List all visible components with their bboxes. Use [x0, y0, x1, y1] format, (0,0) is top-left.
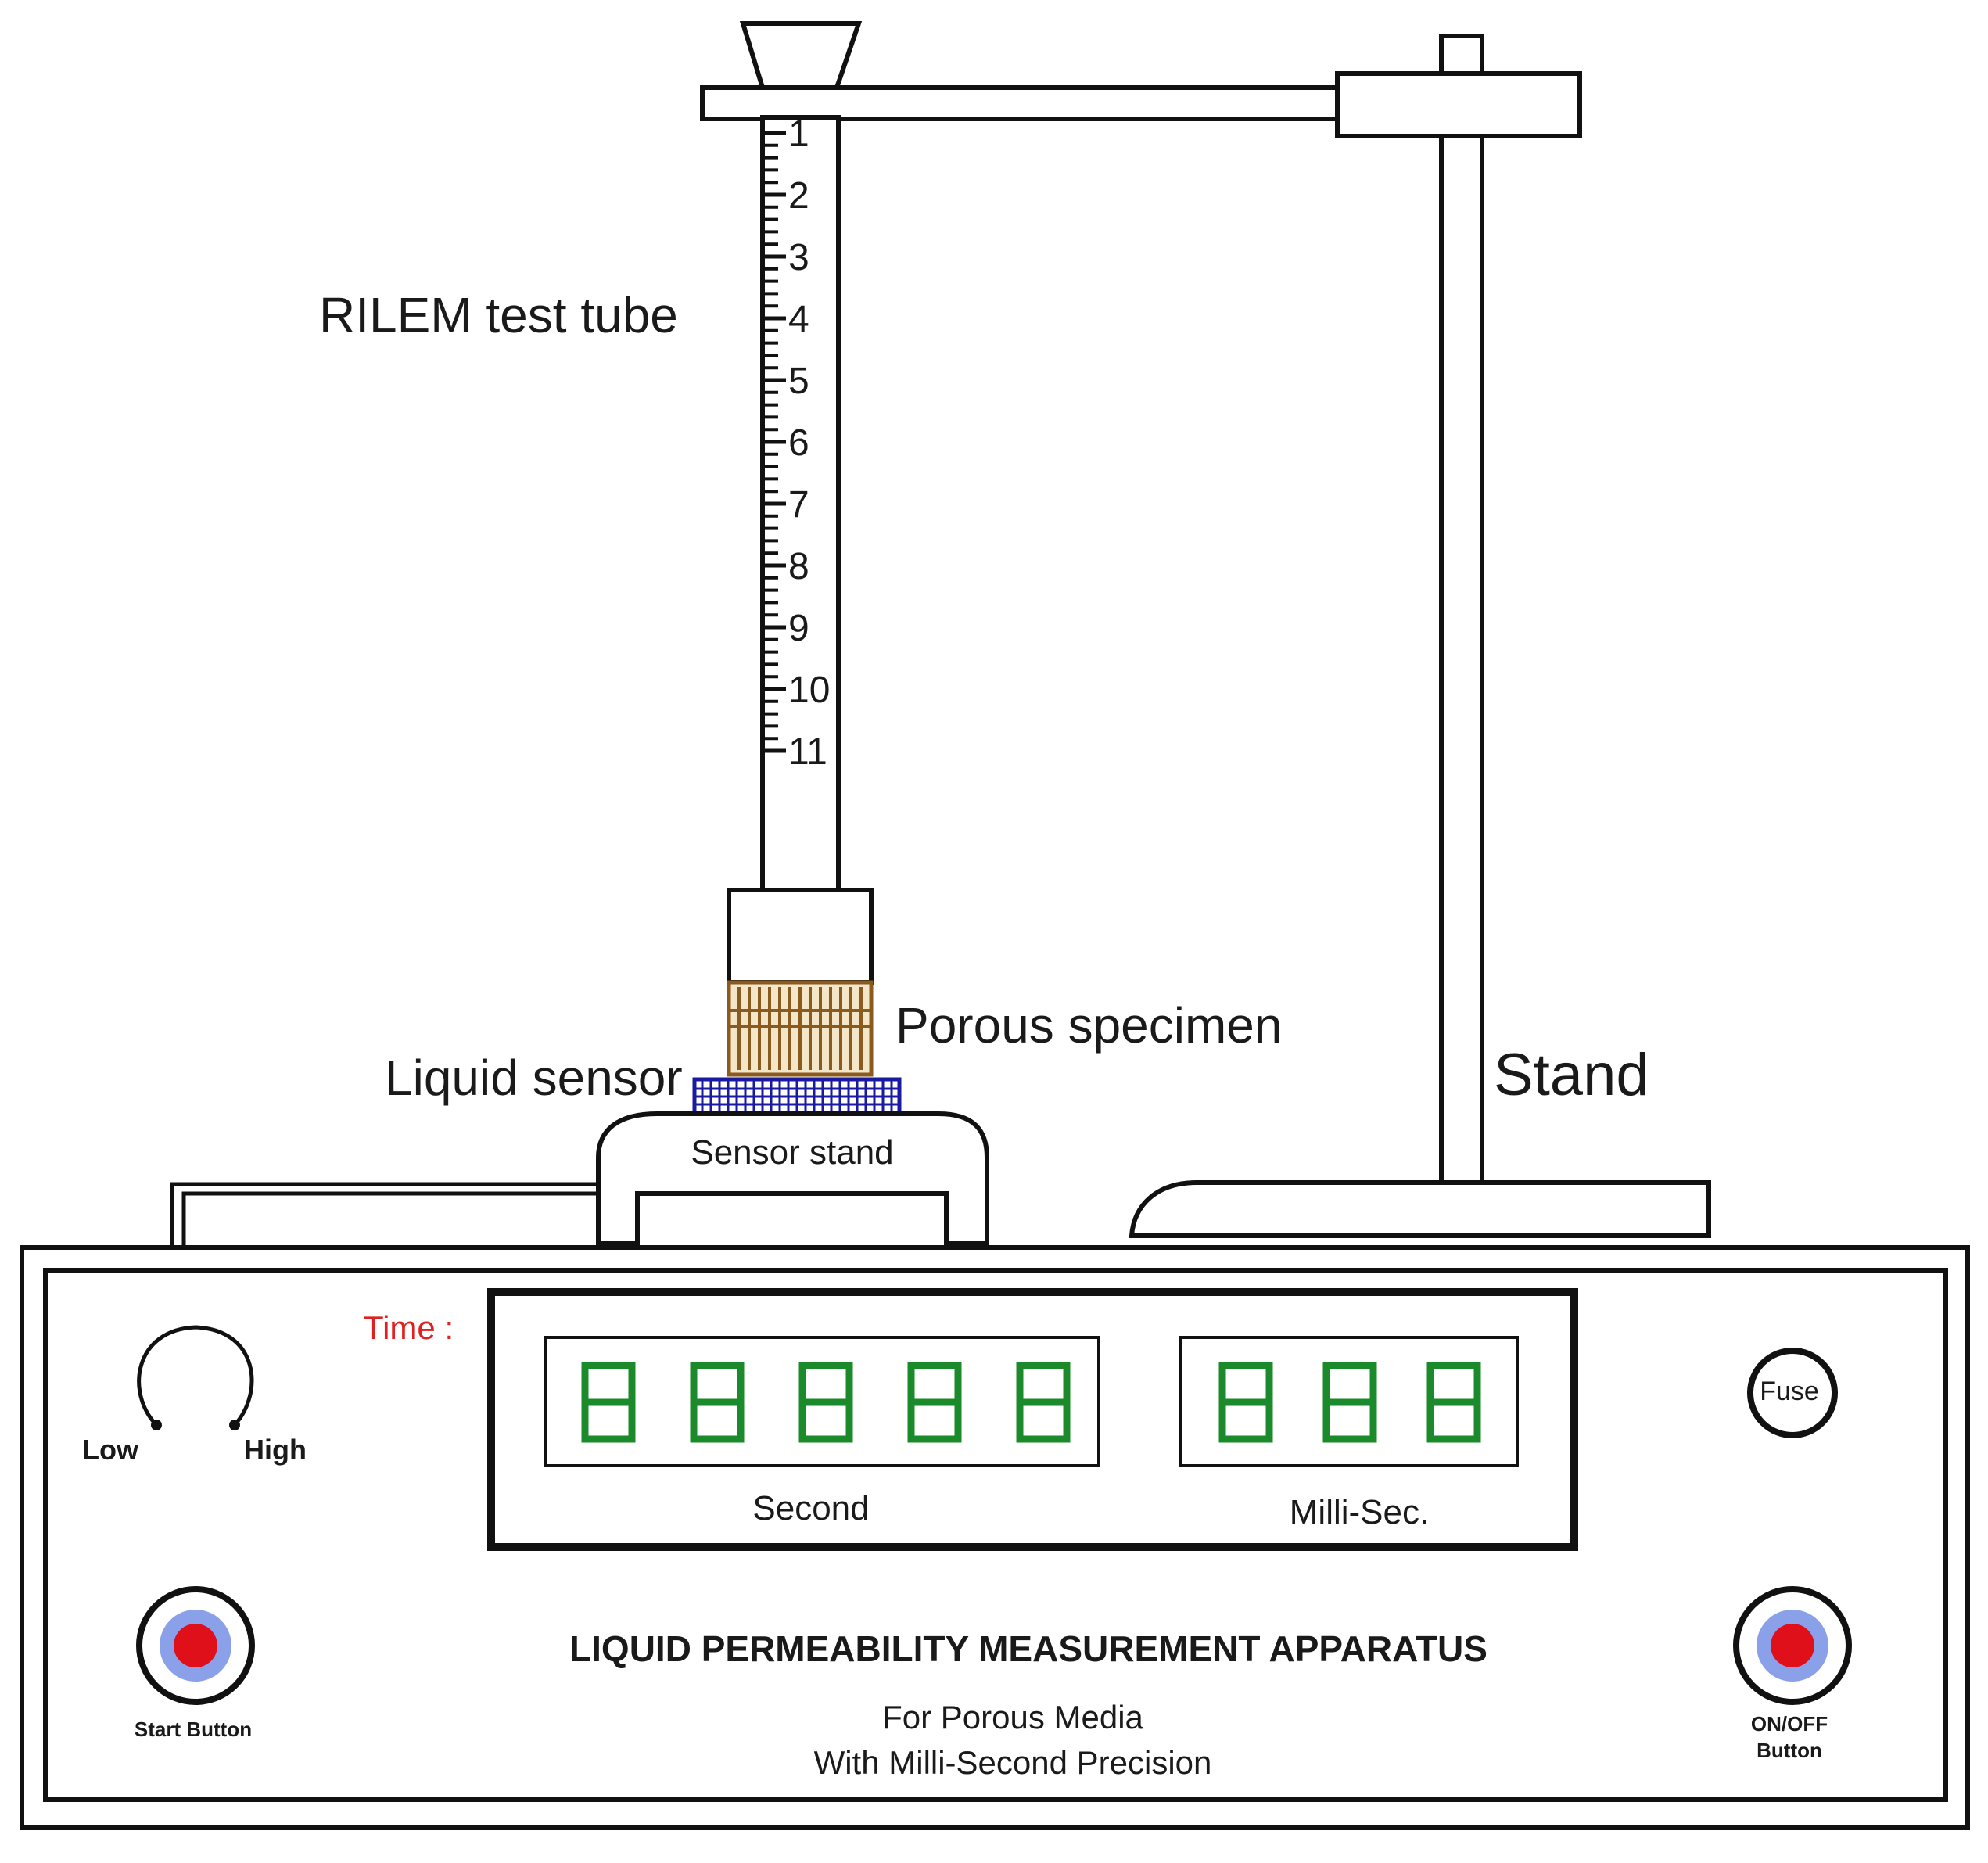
fuse-label: Fuse — [1760, 1377, 1819, 1406]
label-liquid-sensor: Liquid sensor — [385, 1050, 683, 1106]
tube-scale-label: 10 — [788, 669, 830, 711]
seven-segment-digit — [1218, 1362, 1273, 1443]
tube-scale-label: 3 — [788, 237, 809, 278]
tube-scale-label: 5 — [788, 361, 809, 402]
knob-high-label: High — [244, 1434, 307, 1466]
seconds-label: Second — [752, 1489, 869, 1527]
fuse-circle[interactable] — [1747, 1348, 1838, 1438]
stand — [1129, 34, 1711, 1238]
tube-scale-label: 7 — [788, 484, 809, 526]
seven-segment-digit — [581, 1362, 636, 1443]
knob-low-label: Low — [82, 1434, 139, 1466]
specimen-hatch — [730, 987, 870, 1070]
start-button-core[interactable] — [174, 1624, 217, 1667]
stand-base — [1129, 1180, 1711, 1238]
onoff-label-line2: Button — [1757, 1739, 1822, 1762]
apparatus-title: LIQUID PERMEABILITY MEASUREMENT APPARATU… — [569, 1628, 1487, 1669]
label-rilem-tube: RILEM test tube — [319, 287, 678, 343]
sensor-stand — [596, 1111, 989, 1246]
tube-scale-label: 2 — [788, 175, 809, 217]
tube-scale-ticks — [763, 131, 786, 753]
seven-segment-digit — [1426, 1362, 1481, 1443]
liquid-sensor — [692, 1077, 902, 1116]
funnel — [739, 21, 863, 90]
intensity-knob[interactable]: Low High — [82, 1325, 307, 1466]
seven-segment-digit — [907, 1362, 962, 1443]
tube-scale-label: 11 — [788, 731, 827, 773]
label-stand: Stand — [1494, 1042, 1649, 1108]
onoff-button[interactable] — [1733, 1586, 1852, 1705]
stand-pole — [1439, 131, 1484, 1187]
fuse[interactable]: Fuse — [1747, 1348, 1838, 1438]
sensor-stand-label: Sensor stand — [691, 1133, 893, 1172]
label-porous-specimen: Porous specimen — [895, 997, 1282, 1054]
apparatus-subtitle-2: With Milli-Second Precision — [814, 1744, 1212, 1781]
sensor-grid — [696, 1081, 898, 1112]
millis-label: Milli-Sec. — [1290, 1493, 1429, 1531]
seven-segment-digit — [690, 1362, 745, 1443]
seven-segment-digit — [1322, 1362, 1377, 1443]
sensor-cable — [170, 1182, 598, 1247]
porous-specimen — [727, 980, 874, 1077]
holder-clamp — [1335, 71, 1582, 138]
seven-segment-digit — [798, 1362, 853, 1443]
apparatus-subtitle-1: For Porous Media — [882, 1699, 1143, 1736]
start-button-label: Start Button — [135, 1718, 252, 1741]
seven-segment-digit — [1016, 1362, 1071, 1443]
onoff-label-line1: ON/OFF — [1751, 1712, 1828, 1736]
seconds-digits — [581, 1362, 1071, 1443]
knob-dot-high — [229, 1420, 240, 1430]
tube-scale-labels: 1 2 3 4 5 6 7 8 9 10 11 — [788, 113, 830, 773]
onoff-button-core[interactable] — [1771, 1624, 1814, 1667]
millis-digits — [1218, 1362, 1481, 1443]
knob-dot-low — [151, 1420, 162, 1430]
tube-scale-label: 6 — [788, 422, 809, 464]
rilem-tube: 1 2 3 4 5 6 7 8 9 10 11 — [727, 113, 874, 985]
control-box: Low High Time : Second Milli-Sec. Fuse S… — [20, 1245, 1970, 1830]
tube-scale-label: 1 — [788, 113, 809, 155]
tube-scale-label: 9 — [788, 608, 809, 649]
tube-scale-label: 8 — [788, 546, 809, 587]
tube-bell — [727, 888, 874, 985]
start-button[interactable] — [136, 1586, 255, 1705]
tube-scale-label: 4 — [788, 299, 809, 340]
knob-arc[interactable] — [137, 1325, 254, 1427]
time-label: Time : — [364, 1309, 454, 1346]
